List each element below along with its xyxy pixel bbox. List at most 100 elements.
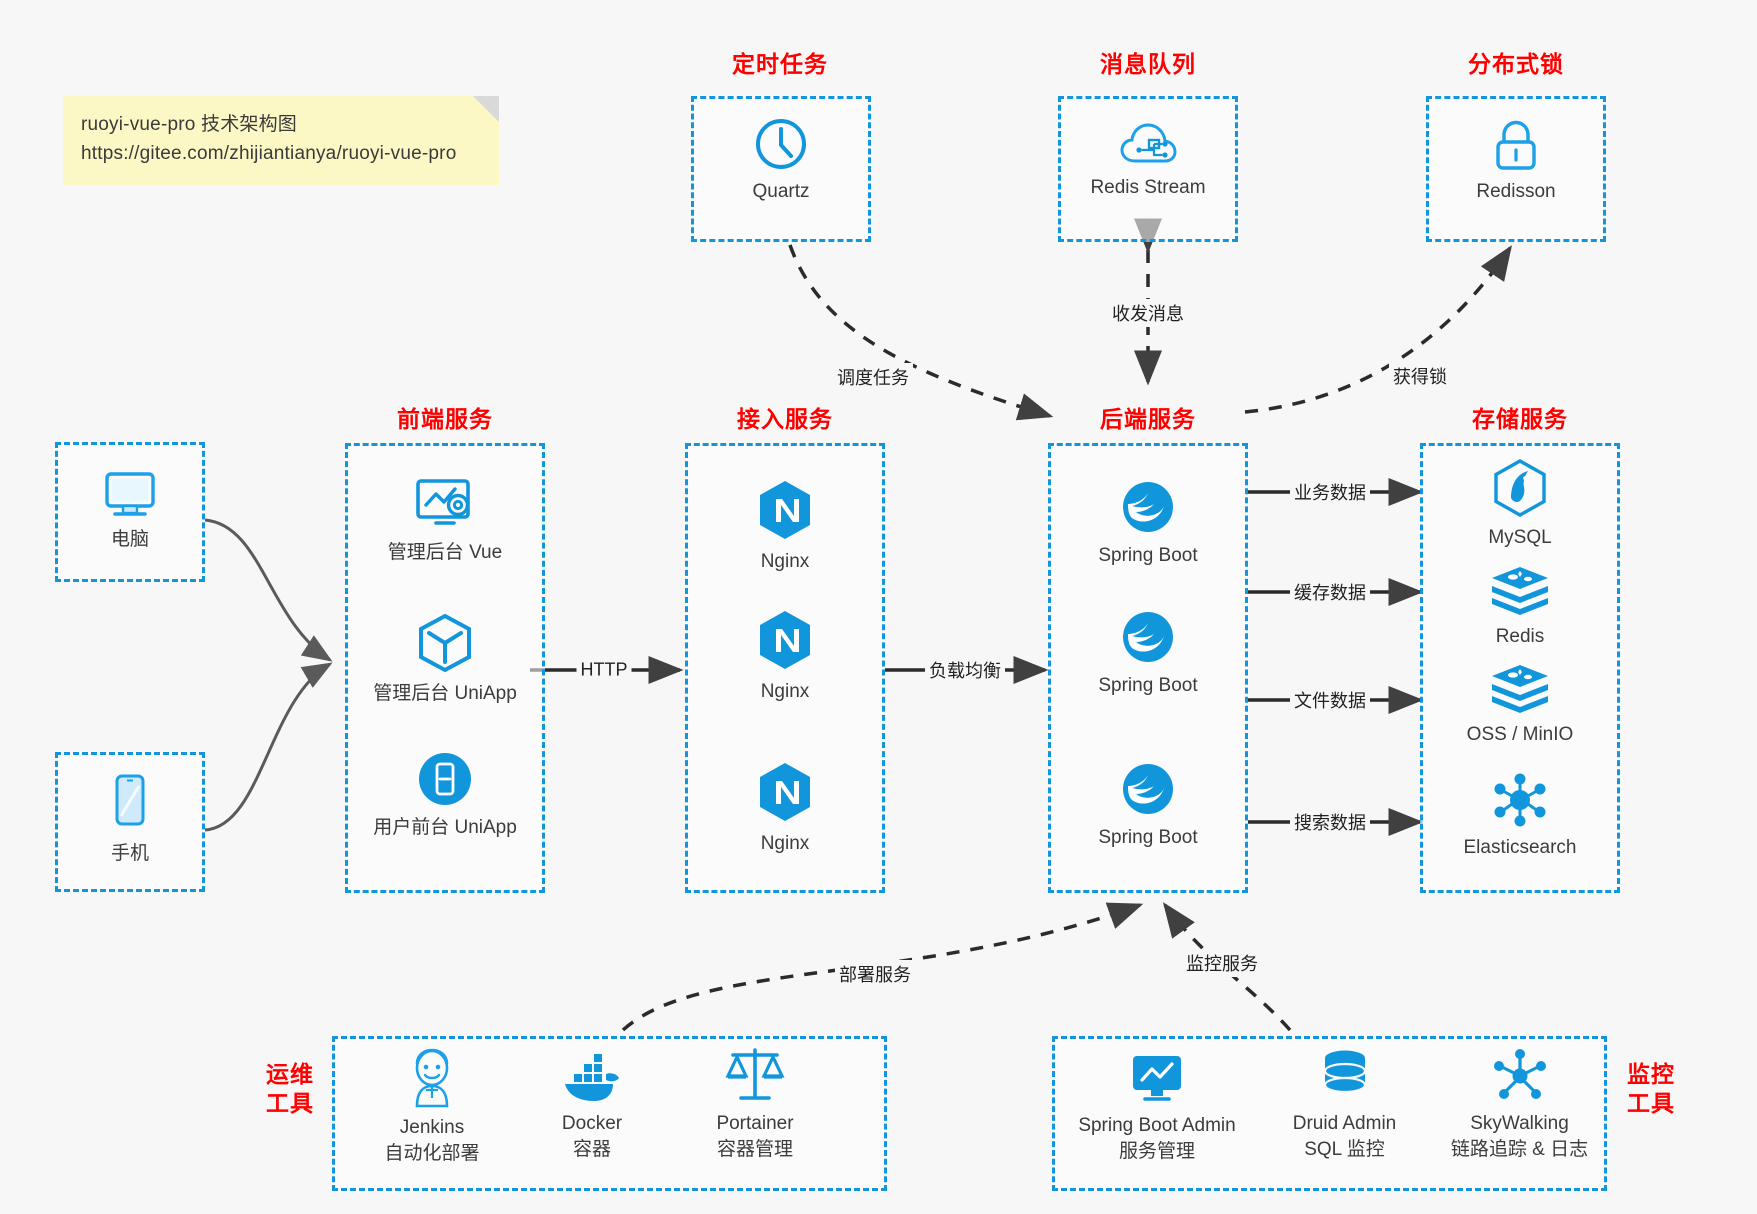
node-sublabel: 服务管理 [1118,1140,1195,1162]
diagram-note: ruoyi-vue-pro 技术架构图 https://gitee.com/zh… [63,96,499,185]
node-druid-admin: Druid Admin SQL 监控 [1262,1048,1427,1162]
edge-label-load-balance: 负载均衡 [925,656,1005,684]
group-title-monitor: 监控 工具 [1627,1061,1675,1117]
smartphone-icon [108,772,152,834]
node-label: Nginx [760,681,810,702]
spring-boot-icon [1119,760,1177,818]
group-title-access: 接入服务 [737,406,833,432]
note-fold-icon [473,96,499,122]
note-line-2: https://gitee.com/zhijiantianya/ruoyi-vu… [81,143,457,165]
nginx-icon [756,760,814,824]
node-elasticsearch: Elasticsearch [1430,772,1610,861]
node-springboot-1: Spring Boot [1058,478,1238,569]
node-portainer: Portainer 容器管理 [675,1046,835,1162]
node-label: Spring Boot [1098,675,1198,696]
node-label: OSS / MinIO [1466,724,1574,745]
node-label: Portainer [716,1113,794,1134]
skywalking-icon [1491,1048,1549,1104]
node-label: Spring Boot [1098,827,1198,848]
oss-minio-icon [1489,663,1551,715]
edge-label-send-receive: 收发消息 [1108,299,1188,327]
node-springboot-3: Spring Boot [1058,760,1238,851]
edge-label-business-data: 业务数据 [1290,478,1370,506]
spring-boot-icon [1119,478,1177,536]
nginx-icon [756,608,814,672]
node-admin-vue: 管理后台 Vue [355,475,535,566]
group-devops [332,1036,887,1191]
node-redis: Redis [1430,565,1610,650]
edge-label-monitor-service: 监控服务 [1182,949,1262,977]
spring-boot-icon [1119,608,1177,666]
docker-icon [561,1052,623,1104]
node-nginx-2: Nginx [695,608,875,705]
edge-label-file-data: 文件数据 [1290,686,1370,714]
edge-label-search-data: 搜索数据 [1290,808,1370,836]
node-label: Spring Boot Admin [1078,1115,1236,1136]
node-user-uniapp: 用户前台 UniApp [355,750,535,841]
node-label: Redis Stream [1090,177,1206,198]
node-label: Docker [561,1113,623,1134]
node-sublabel: 自动化部署 [384,1142,480,1164]
node-sublabel: 容器管理 [716,1138,793,1160]
nginx-icon [756,478,814,542]
cube-icon [416,612,474,674]
node-label: Elasticsearch [1463,837,1577,858]
group-title-frontend: 前端服务 [397,406,493,432]
node-sublabel: 容器 [572,1138,611,1160]
node-sublabel: SQL 监控 [1304,1138,1385,1160]
lock-icon [1490,118,1542,172]
note-line-1: ruoyi-vue-pro 技术架构图 [81,114,298,135]
node-phone: 手机 [75,772,185,867]
node-jenkins: Jenkins 自动化部署 [352,1048,512,1166]
node-oss-minio: OSS / MinIO [1430,663,1610,748]
mobile-app-icon [416,750,474,808]
group-message-queue [1058,96,1238,242]
edge-label-acquire-lock: 获得锁 [1389,362,1451,390]
node-quartz: Quartz [711,116,851,205]
node-nginx-3: Nginx [695,760,875,857]
node-skywalking: SkyWalking 链路追踪 & 日志 [1432,1048,1607,1162]
node-label: Redisson [1476,181,1556,202]
node-spring-boot-admin: Spring Boot Admin 服务管理 [1062,1052,1252,1164]
cloud-network-icon [1119,120,1177,168]
node-computer: 电脑 [75,468,185,553]
node-label: 电脑 [110,529,149,550]
node-label: Spring Boot [1098,545,1198,566]
node-label: SkyWalking [1470,1113,1569,1134]
node-sublabel: 链路追踪 & 日志 [1450,1138,1589,1160]
node-label: 管理后台 UniApp [373,683,517,704]
node-admin-uniapp: 管理后台 UniApp [355,612,535,707]
portainer-scales-icon [725,1046,785,1104]
group-title-message-queue: 消息队列 [1100,51,1196,77]
group-title-devops: 运维 工具 [266,1061,314,1117]
monitor-icon [101,468,159,520]
node-label: 管理后台 Vue [387,542,503,563]
monitor-chart-icon [1127,1052,1187,1106]
node-label: Redis [1495,626,1545,647]
edge-label-http: HTTP [576,658,632,682]
clock-icon [753,116,809,172]
group-title-backend: 后端服务 [1100,406,1196,432]
mysql-icon [1491,458,1549,518]
node-redis-stream: Redis Stream [1068,120,1228,201]
dashboard-gear-icon [414,475,476,533]
edge-label-deploy-service: 部署服务 [835,960,915,988]
node-label: Jenkins [399,1117,465,1138]
node-label: Druid Admin [1292,1113,1397,1134]
node-label: Quartz [752,181,810,202]
group-title-scheduled-task: 定时任务 [732,51,828,77]
jenkins-icon [405,1048,459,1108]
node-redisson: Redisson [1446,118,1586,205]
node-springboot-2: Spring Boot [1058,608,1238,699]
redis-icon [1489,565,1551,617]
group-title-distributed-lock: 分布式锁 [1468,51,1564,77]
group-distributed-lock [1426,96,1606,242]
node-docker: Docker 容器 [512,1052,672,1162]
group-title-storage: 存储服务 [1472,406,1568,432]
database-icon [1317,1048,1373,1104]
node-label: Nginx [760,833,810,854]
node-label: Nginx [760,551,810,572]
edge-label-schedule-task: 调度任务 [833,363,913,391]
node-label: MySQL [1488,527,1552,548]
